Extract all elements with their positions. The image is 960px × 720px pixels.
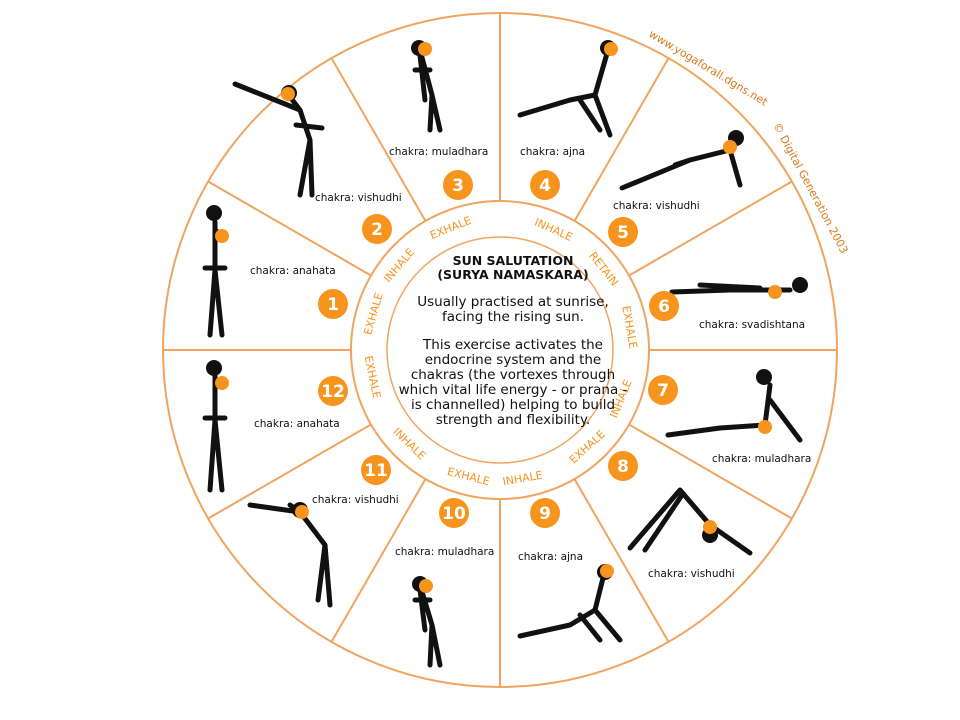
pose-4-figure <box>517 40 618 138</box>
step-number: 2 <box>371 220 383 240</box>
step-badge-4 <box>530 170 560 200</box>
step-number: 6 <box>658 297 670 317</box>
chakra-label: chakra: vishudhi <box>315 192 402 204</box>
chakra-label: chakra: anahata <box>254 418 340 430</box>
center-description: This exercise activates the endocrine sy… <box>398 337 628 428</box>
pose-1-figure <box>202 205 229 338</box>
segment-divider <box>207 180 372 277</box>
pose-10-figure <box>412 576 443 668</box>
segment-divider <box>207 423 372 520</box>
pose-5-figure <box>619 130 744 191</box>
chakra-label: chakra: muladhara <box>712 453 811 465</box>
chakra-label: chakra: svadishtana <box>699 319 805 331</box>
step-number: 3 <box>452 176 464 196</box>
step-number: 5 <box>617 223 629 243</box>
chakra-point <box>758 420 772 434</box>
pose-9-figure <box>517 564 623 643</box>
chakra-point <box>768 285 782 299</box>
step-badge-2 <box>362 214 392 244</box>
chakra-point <box>419 579 433 593</box>
chakra-label: chakra: vishudhi <box>613 200 700 212</box>
chakra-label: chakra: muladhara <box>395 546 494 558</box>
chakra-point <box>604 42 618 56</box>
pose-7-figure <box>665 369 803 443</box>
chakra-point <box>215 376 229 390</box>
center-text-block: SUN SALUTATION (SURYA NAMASKARA) Usually… <box>398 254 628 428</box>
chakra-label: chakra: anahata <box>250 265 336 277</box>
step-number: 12 <box>321 382 345 402</box>
step-number: 7 <box>657 381 669 401</box>
chakra-label: chakra: vishudhi <box>312 494 399 506</box>
step-badge-8 <box>608 451 638 481</box>
step-badge-1 <box>318 289 348 319</box>
segment-dividers <box>163 13 837 687</box>
center-circle <box>386 236 614 464</box>
step-badge-10 <box>439 498 469 528</box>
step-number: 8 <box>617 457 629 477</box>
step-badge-12 <box>318 376 348 406</box>
step-badge-5 <box>608 217 638 247</box>
step-badge-11 <box>361 455 391 485</box>
step-number: 4 <box>539 176 551 196</box>
pose-2-figure <box>232 81 325 198</box>
step-badge-9 <box>530 498 560 528</box>
chakra-label: chakra: ajna <box>520 146 585 158</box>
chakra-label: chakra: muladhara <box>389 146 488 158</box>
chakra-label: chakra: vishudhi <box>648 568 735 580</box>
center-title-line2: (SURYA NAMASKARA) <box>437 267 589 282</box>
pose-11-figure <box>247 502 333 608</box>
center-intro: Usually practised at sunrise, facing the… <box>417 294 609 325</box>
segment-divider <box>573 57 670 222</box>
pose-12-figure <box>202 360 229 493</box>
step-number: 10 <box>442 504 466 524</box>
pose-3-figure <box>411 40 443 133</box>
step-badge-3 <box>443 170 473 200</box>
step-number: 1 <box>327 295 339 315</box>
pose-figures <box>202 40 808 668</box>
segment-divider <box>573 478 670 643</box>
chakra-point <box>600 564 614 578</box>
chakra-point <box>295 505 309 519</box>
chakra-point <box>281 87 295 101</box>
segment-divider <box>628 423 793 520</box>
pose-6-figure <box>669 277 808 299</box>
chakra-point <box>215 229 229 243</box>
segment-divider <box>330 57 427 222</box>
pose-8-figure <box>627 487 753 556</box>
center-title-line1: SUN SALUTATION <box>452 253 574 268</box>
segment-divider <box>330 478 427 643</box>
chakra-point <box>418 42 432 56</box>
step-badge-7 <box>648 375 678 405</box>
chakra-labels: chakra: anahata chakra: vishudhi chakra: m… <box>250 146 811 580</box>
step-number: 11 <box>364 461 388 481</box>
step-number: 9 <box>539 504 551 524</box>
chakra-label: chakra: ajna <box>518 551 583 563</box>
chakra-point <box>723 140 737 154</box>
step-badge-6 <box>649 291 679 321</box>
segment-divider <box>628 180 793 277</box>
chakra-point <box>703 520 717 534</box>
